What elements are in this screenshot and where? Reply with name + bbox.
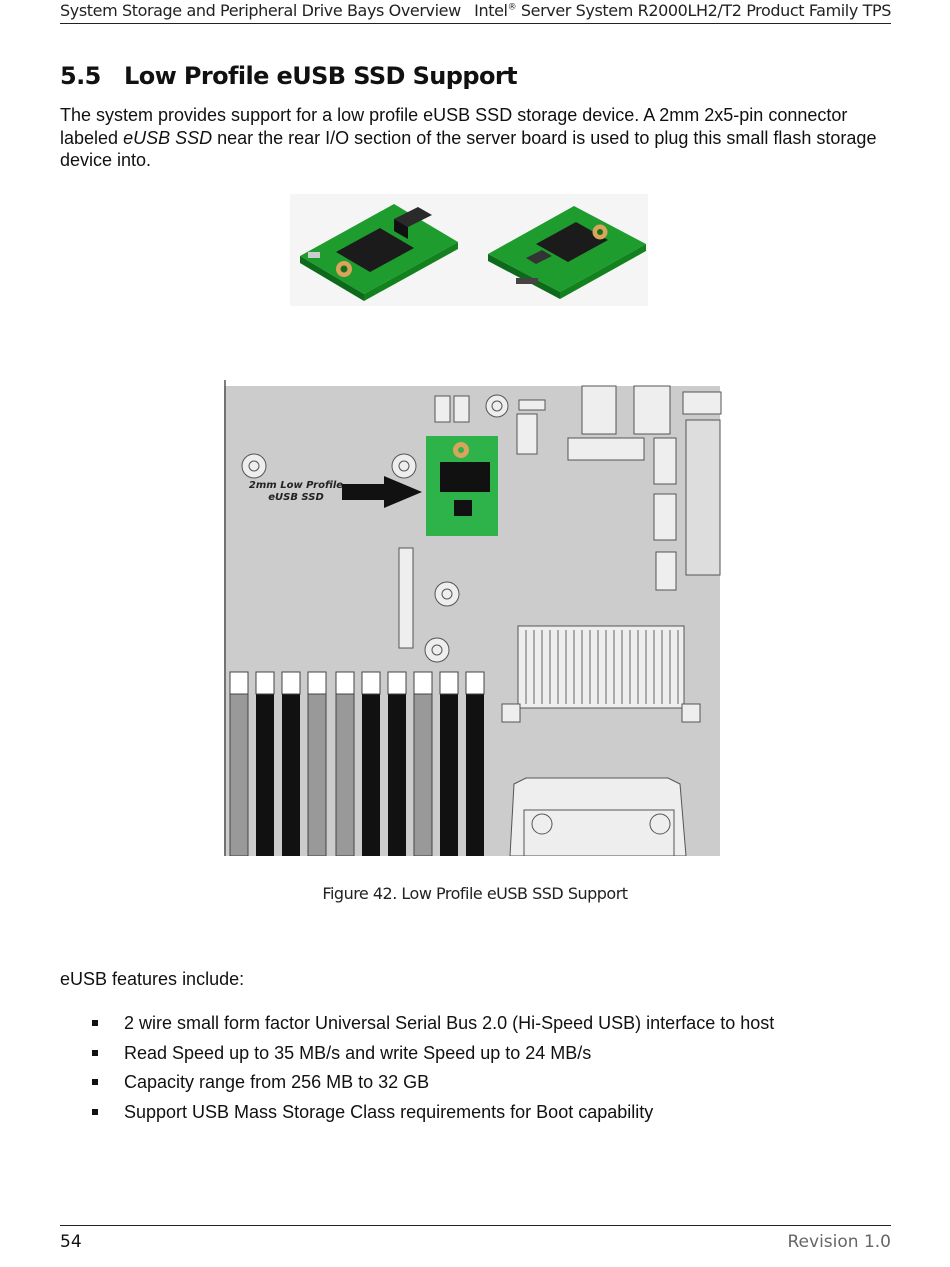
rear-io-connectors [434, 385, 722, 576]
eusb-module-on-board [426, 436, 498, 536]
page-header: System Storage and Peripheral Drive Bays… [60, 0, 891, 24]
bullet-square-icon [92, 1108, 98, 1115]
features-list: 2 wire small form factor Universal Seria… [92, 1013, 774, 1131]
header-brand: Intel [474, 1, 508, 20]
figure-label-line1: 2mm Low Profile [249, 480, 343, 491]
list-item-text: 2 wire small form factor Universal Seria… [124, 1013, 775, 1033]
revision-label: Revision 1.0 [787, 1232, 892, 1252]
list-item: 2 wire small form factor Universal Seria… [92, 1013, 774, 1043]
section-number: 5.5 [60, 62, 101, 90]
features-intro: eUSB features include: [60, 969, 245, 989]
bullet-square-icon [92, 1049, 98, 1056]
section-heading: 5.5 Low Profile eUSB SSD Support [60, 62, 518, 90]
eusb-module-left [300, 204, 458, 301]
mounting-holes [241, 453, 460, 663]
paragraph-text-start: The system provides support for a low pr… [60, 105, 848, 148]
eusb-module-photo [290, 194, 648, 306]
list-item-text: Support USB Mass Storage Class requireme… [124, 1101, 654, 1122]
arrow-right-icon [342, 476, 422, 508]
list-item: Read Speed up to 35 MB/s and write Speed… [92, 1043, 774, 1073]
list-item-text: Capacity range from 256 MB to 32 GB [124, 1072, 430, 1093]
server-board-diagram: 2mm Low Profile eUSB SSD [224, 380, 722, 856]
list-item-text: Read Speed up to 35 MB/s and write Speed… [124, 1042, 592, 1063]
section-title: Low Profile eUSB SSD Support [124, 62, 518, 90]
bullet-square-icon [92, 1079, 98, 1086]
registered-mark: ® [507, 2, 517, 13]
heatsink [501, 625, 701, 723]
dimm-slots [229, 671, 485, 856]
header-section-title: System Storage and Peripheral Drive Bays… [60, 1, 461, 20]
figure-caption: Figure 42. Low Profile eUSB SSD Support [322, 884, 628, 903]
bullet-square-icon [92, 1020, 98, 1026]
body-paragraph: The system provides support for a low pr… [60, 104, 890, 172]
list-item: Support USB Mass Storage Class requireme… [92, 1102, 774, 1132]
figure-label-line2: eUSB SSD [268, 492, 324, 503]
sata-connectors [653, 437, 677, 591]
connector-label: eUSB SSD [123, 127, 213, 148]
paragraph-text-end: near the rear I/O section of the server … [60, 127, 877, 171]
eusb-module-right [488, 206, 646, 299]
list-item: Capacity range from 256 MB to 32 GB [92, 1072, 774, 1102]
pcie-slot [398, 547, 414, 649]
page-footer: 54 Revision 1.0 [60, 1225, 891, 1252]
page-number: 54 [60, 1232, 82, 1252]
header-product: Server System R2000LH2/T2 Product Family… [516, 1, 892, 20]
cpu-socket [509, 777, 687, 856]
header-document-title: Intel® Server System R2000LH2/T2 Product… [474, 1, 891, 20]
